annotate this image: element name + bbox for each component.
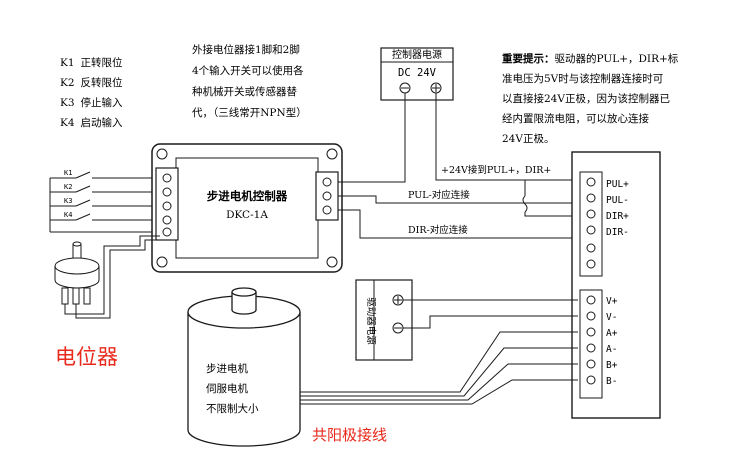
power-title: 控制器电源 bbox=[392, 48, 442, 61]
driver-power-label: 驱动器电源 bbox=[365, 297, 377, 345]
terminal-a-plus: A+ bbox=[606, 328, 618, 339]
plus24-label: +24V接到PUL+，DIR+ bbox=[441, 164, 551, 176]
terminal-v-plus: V+ bbox=[606, 296, 618, 307]
minus-terminal-icon bbox=[399, 82, 411, 94]
power-voltage: DC 24V bbox=[398, 67, 437, 79]
note-line: 种机械开关或传感器替 bbox=[192, 85, 297, 98]
terminal-dir-plus: DIR+ bbox=[606, 211, 629, 222]
terminal-pul-plus: PUL+ bbox=[606, 179, 629, 190]
stepper-controller: 步进电机控制器 DKC-1A bbox=[151, 143, 343, 273]
driver-power-supply: 驱动器电源 bbox=[355, 279, 413, 361]
motor-line: 不限制大小 bbox=[206, 402, 259, 415]
motor-wires bbox=[300, 331, 578, 405]
driver-power-wires bbox=[403, 299, 578, 329]
plus-terminal-icon bbox=[430, 82, 442, 94]
motor-labels: 步进电机 伺服电机 不限制大小 bbox=[206, 362, 259, 415]
important-line: 24V正极。 bbox=[502, 132, 554, 145]
terminal-v-minus: V- bbox=[606, 312, 617, 323]
important-line: 以直接接24V正极，因为该控制器已 bbox=[502, 92, 670, 105]
switch-labels: K1 K2 K3 K4 bbox=[64, 169, 72, 219]
note-line: 4个输入开关可以使用各 bbox=[192, 64, 304, 77]
plus-terminal-icon bbox=[392, 294, 404, 306]
switch-label-k4: K4 bbox=[64, 211, 72, 219]
terminal-a-minus: A- bbox=[606, 344, 617, 355]
stepper-driver bbox=[571, 151, 661, 419]
stepper-motor-icon bbox=[187, 287, 301, 447]
dir-label: DIR-对应连接 bbox=[408, 224, 468, 236]
important-line: 准电压为5V时与该控制器连接时可 bbox=[502, 72, 663, 85]
potentiometer-icon bbox=[54, 241, 100, 305]
important-line: 经内置限流电阻，可以放心连接 bbox=[502, 112, 649, 125]
potentiometer-label: 电位器 bbox=[55, 345, 118, 369]
pul-label: PUL-对应连接 bbox=[408, 189, 470, 201]
potentiometer-note: 外接电位器接1脚和2脚 4个输入开关可以使用各 种机械开关或传感器替 代，（三线… bbox=[192, 43, 307, 119]
wire-labels: +24V接到PUL+，DIR+ PUL-对应连接 DIR-对应连接 bbox=[408, 164, 551, 236]
signal-wires bbox=[338, 93, 578, 239]
terminal-pul-minus: PUL- bbox=[606, 195, 629, 206]
important-note: 重要提示：驱动器的PUL+，DIR+标 准电压为5V时与该控制器连接时可 以直接… bbox=[502, 52, 679, 145]
controller-model: DKC-1A bbox=[226, 209, 268, 221]
motor-line: 伺服电机 bbox=[206, 382, 248, 395]
common-anode-label: 共阳极接线 bbox=[312, 426, 387, 444]
switch-label-k2: K2 bbox=[64, 183, 72, 191]
driver-top-labels: PUL+ PUL- DIR+ DIR- bbox=[606, 179, 629, 238]
switch-label-k3: K3 bbox=[64, 197, 72, 205]
terminal-b-minus: B- bbox=[606, 376, 617, 387]
motor-line: 步进电机 bbox=[206, 362, 248, 375]
controller-name: 步进电机控制器 bbox=[207, 189, 288, 203]
note-line: 代，（三线常开NPN型） bbox=[192, 106, 307, 119]
note-line: 外接电位器接1脚和2脚 bbox=[192, 43, 300, 56]
terminal-dir-minus: DIR- bbox=[606, 227, 629, 238]
important-line: 重要提示：驱动器的PUL+，DIR+标 bbox=[502, 52, 679, 65]
switch-label-k1: K1 bbox=[64, 169, 72, 177]
potentiometer-wires bbox=[64, 235, 160, 319]
input-switches bbox=[49, 171, 160, 233]
controller-power-supply: 控制器电源 DC 24V bbox=[380, 47, 454, 101]
terminal-b-plus: B+ bbox=[606, 360, 618, 371]
driver-bottom-labels: V+ V- A+ A- B+ B- bbox=[606, 296, 618, 387]
